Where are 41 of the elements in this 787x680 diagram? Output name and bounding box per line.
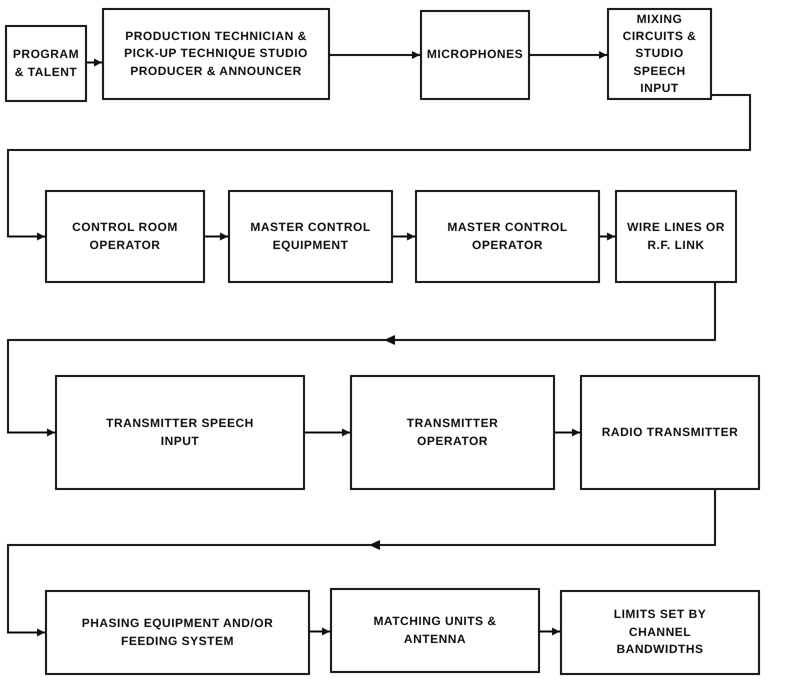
arrow <box>205 232 228 240</box>
box-label: LIMITS SET BY CHANNEL BANDWIDTHS <box>612 606 708 658</box>
arrow <box>7 283 716 436</box>
process-box <box>330 588 540 673</box>
process-box <box>580 375 760 490</box>
process-box <box>102 8 330 100</box>
arrow <box>7 490 716 636</box>
arrow <box>87 58 102 66</box>
process-box <box>615 190 737 283</box>
box-label: PHASING EQUIPMENT AND/OR FEEDING SYSTEM <box>80 615 274 650</box>
process-box <box>228 190 393 283</box>
box-label: MIXING CIRCUITS & STUDIO SPEECH INPUT <box>622 10 698 98</box>
process-box <box>45 590 310 675</box>
arrow <box>310 628 330 636</box>
arrow <box>600 232 615 240</box>
arrow <box>530 51 607 59</box>
box-label: PROGRAM & TALENT <box>12 46 80 80</box>
arrow <box>393 232 415 240</box>
box-label: PRODUCTION TECHNICIAN & PICK-UP TECHNIQUE STUDIO PRODUCER & ANNOUNCER <box>123 28 309 80</box>
process-box <box>415 190 600 283</box>
box-label: MATCHING UNITS & ANTENNA <box>372 613 498 648</box>
arrow <box>540 628 560 636</box>
process-box <box>420 10 530 100</box>
box-label: MASTER CONTROL EQUIPMENT <box>249 219 372 254</box>
box-label: MICROPHONES <box>426 46 524 64</box>
arrow <box>7 94 751 240</box>
box-label: MASTER CONTROL OPERATOR <box>446 219 569 254</box>
box-label: TRANSMITTER SPEECH INPUT <box>105 415 255 450</box>
process-box <box>607 8 712 100</box>
process-box <box>560 590 760 675</box>
process-box <box>55 375 305 490</box>
box-label: CONTROL ROOM OPERATOR <box>71 219 179 254</box>
process-box <box>45 190 205 283</box>
arrow <box>305 428 350 436</box>
process-box <box>5 25 87 102</box>
arrow <box>555 428 580 436</box>
box-label: WIRE LINES OR R.F. LINK <box>626 219 726 254</box>
process-box <box>350 375 555 490</box>
box-label: TRANSMITTER OPERATOR <box>406 415 500 450</box>
arrow <box>330 51 420 59</box>
box-label: RADIO TRANSMITTER <box>602 424 738 441</box>
